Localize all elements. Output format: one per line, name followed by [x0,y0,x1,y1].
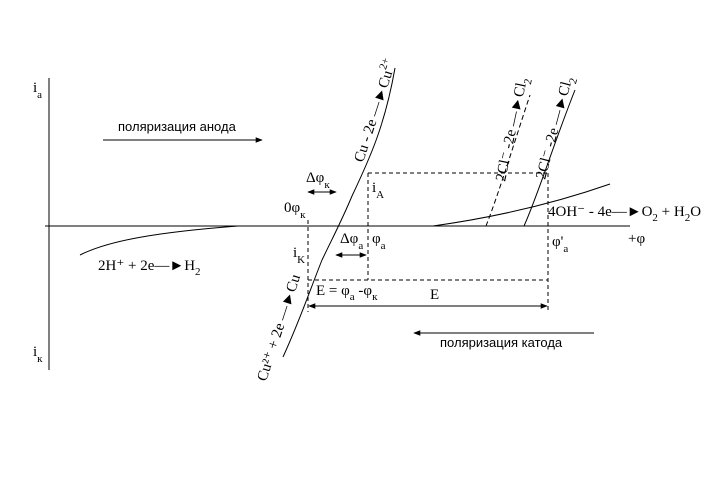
chloride-dashed-curve [485,94,531,227]
chloride-dashed-label: 2Cl⁻ -2e —►Cl2 [493,76,535,184]
phi-a-prime-label: φ'а [552,234,568,255]
anode-polarization-caption: поляризация анода [118,119,237,134]
cathode-current-axis-label: iк [33,344,43,365]
delta-phi-k-label: Δφк [306,170,330,191]
oxygen-reaction-label: 4OH⁻ - 4e—►O2 + H2O [548,204,701,224]
delta-phi-a-label: Δφа [340,231,363,252]
hydrogen-reaction-label: 2H⁺ + 2e—►H2 [98,258,201,278]
copper-polarization-curve [282,67,396,358]
phi-a-label: φа [372,231,386,252]
chloride-solid-label: 2Cl⁻ -2e —►Cl2 [533,75,580,182]
hydrogen-evolution-curve [79,225,239,256]
chloride-solid-curve [523,89,576,227]
zero-phi-k-label: 0φк [284,200,306,221]
anode-current-point-label: iA [372,180,384,201]
potential-axis-label: +φ [628,231,645,247]
oxygen-evolution-curve [432,183,611,227]
copper-reduction-label: Cu²⁺ + 2e —►Cu [255,272,305,383]
construction-dashed-lines [307,172,549,312]
e-span-label: E [430,287,439,303]
cathode-current-point-label: iK [293,245,305,266]
anode-current-axis-label: ia [33,80,42,101]
e-formula-label: E = φа -φк [316,283,378,303]
copper-oxidation-label: Cu - 2e —►Cu2+ [348,56,400,164]
cathode-polarization-caption: поляризация катода [440,335,563,350]
